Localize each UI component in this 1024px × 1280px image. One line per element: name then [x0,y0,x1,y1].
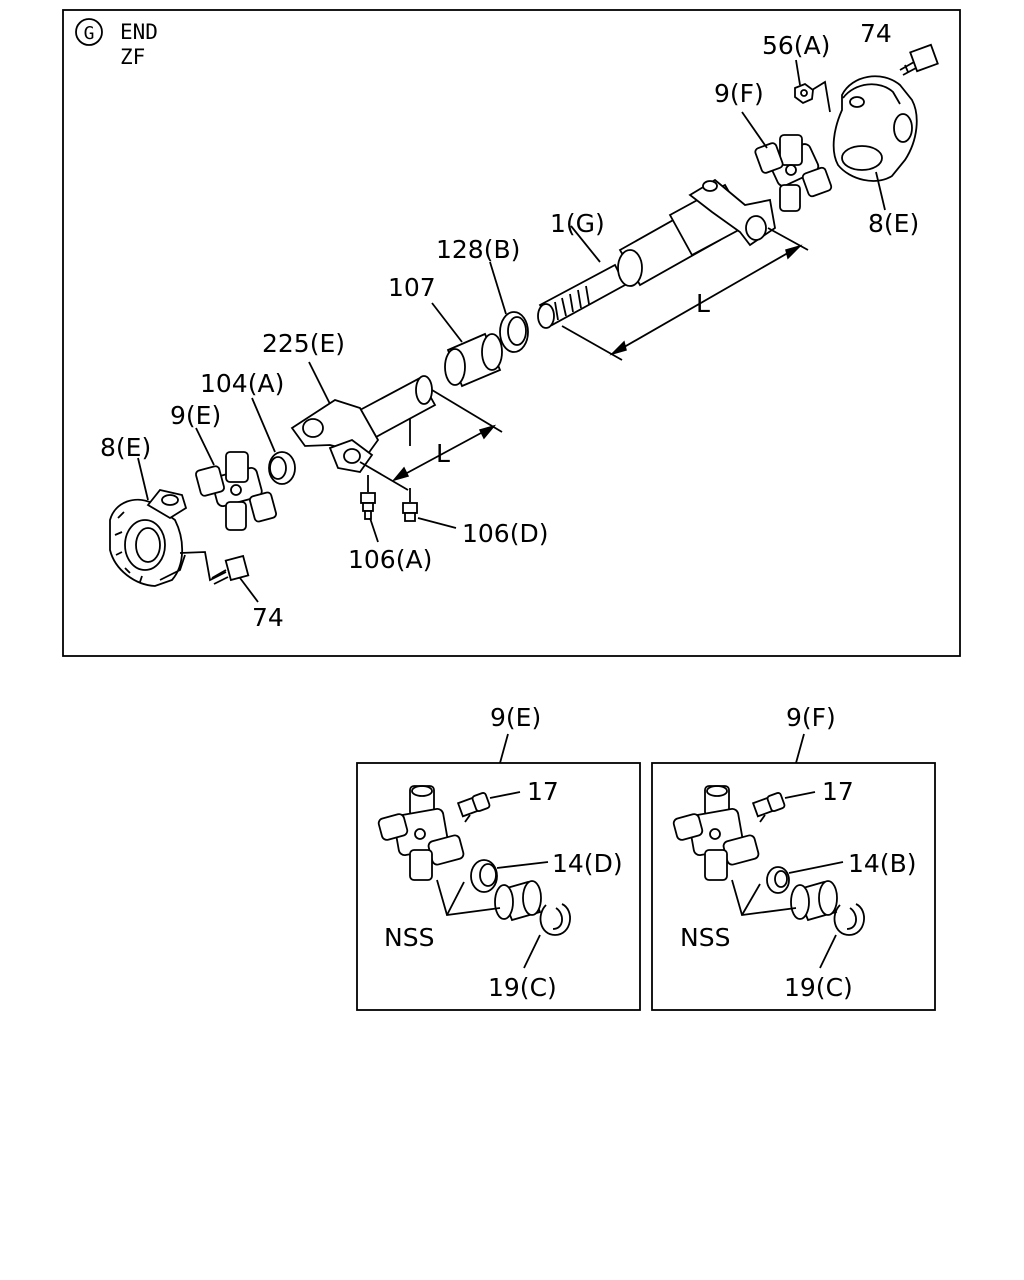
flange-yoke-right [832,75,918,182]
label-9f: 9(F) [714,79,764,108]
grease-fitting-106d [402,488,418,522]
detail-e-bearing-cup [494,880,542,922]
flange-yoke-left [109,488,188,587]
label-106d: 106(D) [462,519,548,548]
universal-joint-9e [195,451,277,531]
detail-f-title: 9(F) [786,703,836,732]
label-128b: 128(B) [436,235,520,264]
badge-circle [75,18,103,46]
driveshaft-main [537,178,776,329]
detail-e-cross [377,785,465,881]
label-107: 107 [388,273,436,302]
detail-e-snap-ring [539,903,571,936]
detail-f-label-14b: 14(B) [848,849,916,878]
ring-128b [499,311,529,353]
nut-56a [794,82,814,105]
detail-f-bearing-cup [790,880,838,922]
detail-f-snap-ring [833,903,865,936]
bushing-104a [268,451,296,485]
bolt-74-top [899,43,939,76]
sleeve-107 [444,332,503,388]
detail-e-title: 9(E) [490,703,541,732]
detail-f-cross [672,785,760,881]
label-74-top: 74 [860,19,892,48]
detail-e-label-14d: 14(D) [552,849,623,878]
label-8e-left: 8(E) [100,433,151,462]
label-8e-right: 8(E) [868,209,919,238]
detail-f-seal [766,866,790,894]
detail-e-label-nss: NSS [384,923,434,952]
badge-letter: G [84,23,95,44]
label-106a: 106(A) [348,545,432,574]
slip-yoke-225e [290,375,437,473]
label-225e: 225(E) [262,329,345,358]
panel-title-end: END [120,20,158,44]
detail-e-grease-fitting [456,792,491,823]
label-9e: 9(E) [170,401,221,430]
label-74-bottom: 74 [252,603,284,632]
detail-f-grease-fitting [751,792,786,823]
label-56a: 56(A) [762,31,830,60]
detail-e-label-19c: 19(C) [488,973,557,1002]
label-104a: 104(A) [200,369,284,398]
bolt-74-bottom [211,554,250,585]
dimension-l-lower [359,389,503,491]
dimension-l-upper [561,227,809,361]
label-1g: 1(G) [550,209,605,238]
detail-f-label-nss: NSS [680,923,730,952]
panel-title-zf: ZF [120,45,145,69]
label-l-lower: L [436,439,450,468]
grease-fitting-106a [360,475,376,520]
label-l-upper: L [696,289,710,318]
universal-joint-9f [754,134,833,212]
detail-e-label-17: 17 [527,777,559,806]
detail-f-frame [651,762,936,1011]
main-panel-frame [62,9,961,657]
detail-e-seal [470,859,498,893]
detail-f-label-19c: 19(C) [784,973,853,1002]
detail-e-frame [356,762,641,1011]
detail-f-label-17: 17 [822,777,854,806]
